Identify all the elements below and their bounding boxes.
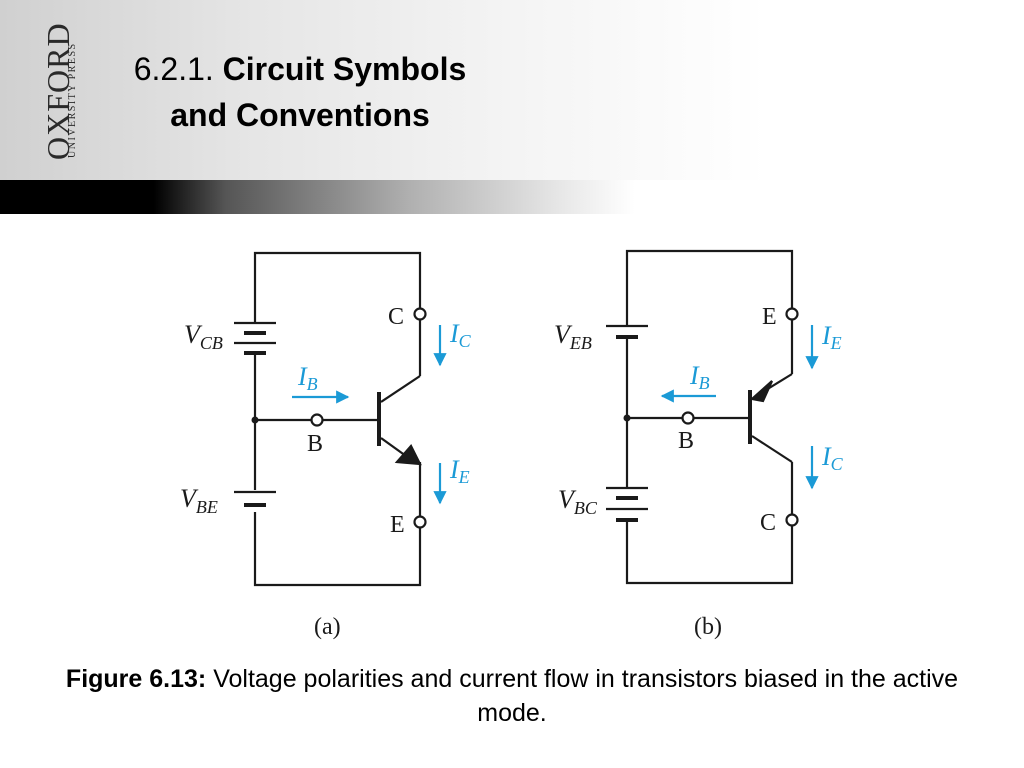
label-ie-a: IE (449, 455, 470, 487)
label-c-b: C (760, 510, 776, 536)
label-vcb: VCB (184, 320, 223, 353)
label-ic-a: IC (449, 319, 472, 351)
label-b-b: B (678, 428, 694, 454)
emitter-terminal-b (785, 307, 799, 321)
emitter-arrow-a (394, 444, 422, 466)
caption-label: Figure 6.13: (65, 665, 207, 693)
emitter-terminal-a (413, 515, 427, 529)
circuit-b-top-wire (625, 249, 794, 325)
current-arrows-a (292, 325, 447, 505)
label-ib-a: IB (297, 362, 318, 394)
base-terminal-a (310, 413, 324, 427)
battery-vbe (234, 490, 276, 507)
header-gradient-bar (0, 180, 1024, 214)
label-vbe: VBE (180, 484, 218, 517)
battery-vcb (234, 321, 276, 355)
collector-lead-b (751, 435, 793, 463)
label-vbc: VBC (558, 485, 598, 518)
base-terminal-b (681, 411, 695, 425)
collector-terminal-b (785, 513, 799, 527)
battery-veb (606, 324, 648, 339)
title-text-line1: Circuit Symbols (222, 51, 467, 87)
circuit-a-top-wire (253, 251, 422, 323)
subcaption-b: (b) (694, 614, 722, 640)
circuit-a (234, 251, 427, 587)
battery-vbc (606, 486, 648, 522)
circuit-diagram: VCB VBE C E B IC IE IB (a) (180, 249, 844, 640)
circuit-b (606, 249, 799, 585)
label-e-b: E (762, 304, 777, 330)
collector-terminal-a (413, 307, 427, 321)
oxford-logo: OXFORD UNIVERSITY PRESS (18, 18, 78, 160)
slide-title: 6.2.1. Circuit Symbols and Conventions (100, 46, 500, 138)
label-ie-b: IE (821, 321, 842, 353)
title-number: 6.2.1. (133, 51, 214, 87)
collector-lead-a (380, 375, 421, 403)
label-c-a: C (388, 304, 404, 330)
logo-sub-text: UNIVERSITY PRESS (67, 42, 78, 158)
current-arrows-b (660, 325, 819, 490)
label-b-a: B (307, 431, 323, 457)
label-e-a: E (390, 512, 405, 538)
title-text-line2: and Conventions (170, 97, 430, 133)
emitter-lead-a (380, 437, 407, 457)
label-veb: VEB (554, 320, 592, 353)
caption-text: Voltage polarities and current flow in t… (213, 665, 959, 727)
label-ib-b: IB (689, 361, 710, 393)
subcaption-a: (a) (314, 614, 341, 640)
header-background (0, 0, 1024, 180)
circuit-a-bottom-wire (253, 512, 422, 587)
emitter-arrow-b (749, 380, 774, 403)
label-ic-b: IC (821, 442, 844, 474)
figure-caption: Figure 6.13: Voltage polarities and curr… (30, 662, 994, 730)
circuit-b-bottom-wire (625, 522, 794, 585)
